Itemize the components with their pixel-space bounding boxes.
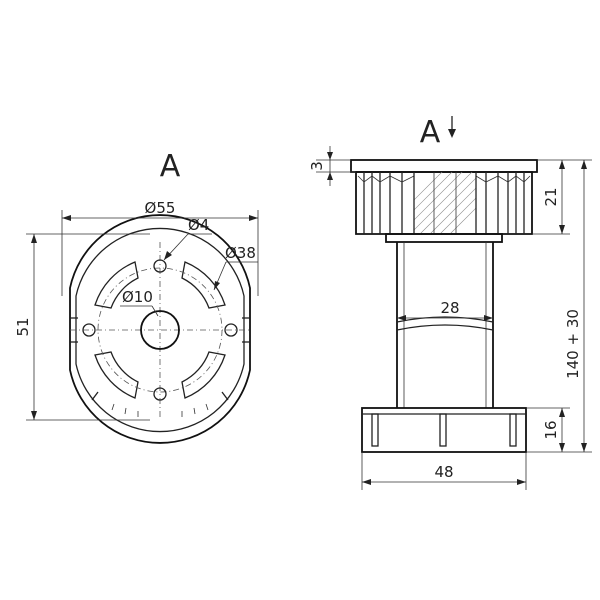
shaft: [396, 242, 494, 408]
ribbed-cap: [355, 171, 533, 243]
svg-text:Ø4: Ø4: [188, 216, 209, 234]
bottom-view-label: A: [160, 149, 181, 184]
dim-outer-diameter: Ø55: [61, 199, 259, 296]
svg-text:Ø10: Ø10: [122, 288, 153, 306]
dim-adjust-height: 140 + 30: [526, 159, 592, 453]
dim-center-hole: Ø10: [120, 288, 159, 317]
dim-top-flange: 3: [308, 146, 356, 186]
mounting-holes: [82, 259, 238, 401]
center-hole: [140, 310, 180, 350]
bottom-view: A: [14, 149, 259, 444]
svg-text:3: 3: [308, 161, 326, 171]
dim-hole-diameter: Ø4: [163, 216, 212, 261]
svg-text:Ø38: Ø38: [225, 244, 256, 262]
view-arrow: A: [420, 115, 456, 150]
svg-text:A: A: [420, 115, 441, 150]
dim-top-cap: 21: [532, 159, 570, 235]
base: [361, 407, 527, 453]
top-flange: [350, 159, 538, 173]
svg-text:140 + 30: 140 + 30: [564, 309, 582, 379]
arc-slots: [94, 261, 226, 399]
dim-bolt-circle: Ø38: [213, 244, 258, 291]
outer-rim: [69, 214, 251, 444]
dim-base-height: 16: [526, 407, 570, 452]
dim-height-left: 51: [14, 233, 150, 421]
svg-text:21: 21: [542, 187, 560, 206]
section-hatch: [414, 172, 476, 234]
dim-base-width: 48: [361, 452, 527, 490]
svg-text:28: 28: [440, 299, 459, 317]
dim-shaft-width: 28: [397, 299, 493, 321]
svg-text:Ø55: Ø55: [145, 199, 176, 217]
svg-text:48: 48: [434, 463, 453, 481]
svg-text:16: 16: [542, 420, 560, 439]
side-view: A: [308, 115, 592, 490]
svg-text:51: 51: [14, 317, 32, 336]
